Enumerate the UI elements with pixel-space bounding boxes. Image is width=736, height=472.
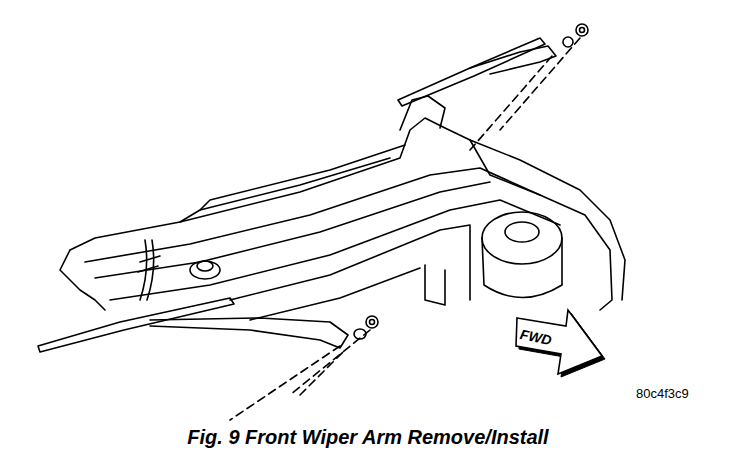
strut-tower [482,212,562,264]
wiper-arm [150,318,348,348]
strut-tower [482,238,562,298]
cowl-edge [180,158,390,222]
wiper-blade [38,298,234,352]
washer [563,37,573,47]
arrow-shape [516,310,602,374]
cowl-edge [110,200,560,300]
cowl-lip [200,145,405,210]
fender-line [470,140,625,300]
nut [366,316,378,328]
clip [138,256,160,272]
leader-dashed [230,330,370,420]
figure-code: 80c4f3c9 [636,386,689,401]
reservoir-cap [190,261,220,279]
wiper-arm [470,46,556,74]
inner-panel [250,268,420,320]
bracket [425,265,445,305]
inner-panel [60,250,105,310]
cowl-panel [70,118,612,310]
direction-arrow: FWD [514,306,606,378]
wiper-blade [398,38,545,106]
figure-caption: Fig. 9 Front Wiper Arm Remove/Install [0,426,736,449]
strut-cap [505,222,539,242]
reservoir-cap [197,261,213,271]
inner-panel [230,225,470,300]
cowl-lip [400,96,445,130]
leader-dashed [470,38,580,150]
nut [576,24,588,36]
